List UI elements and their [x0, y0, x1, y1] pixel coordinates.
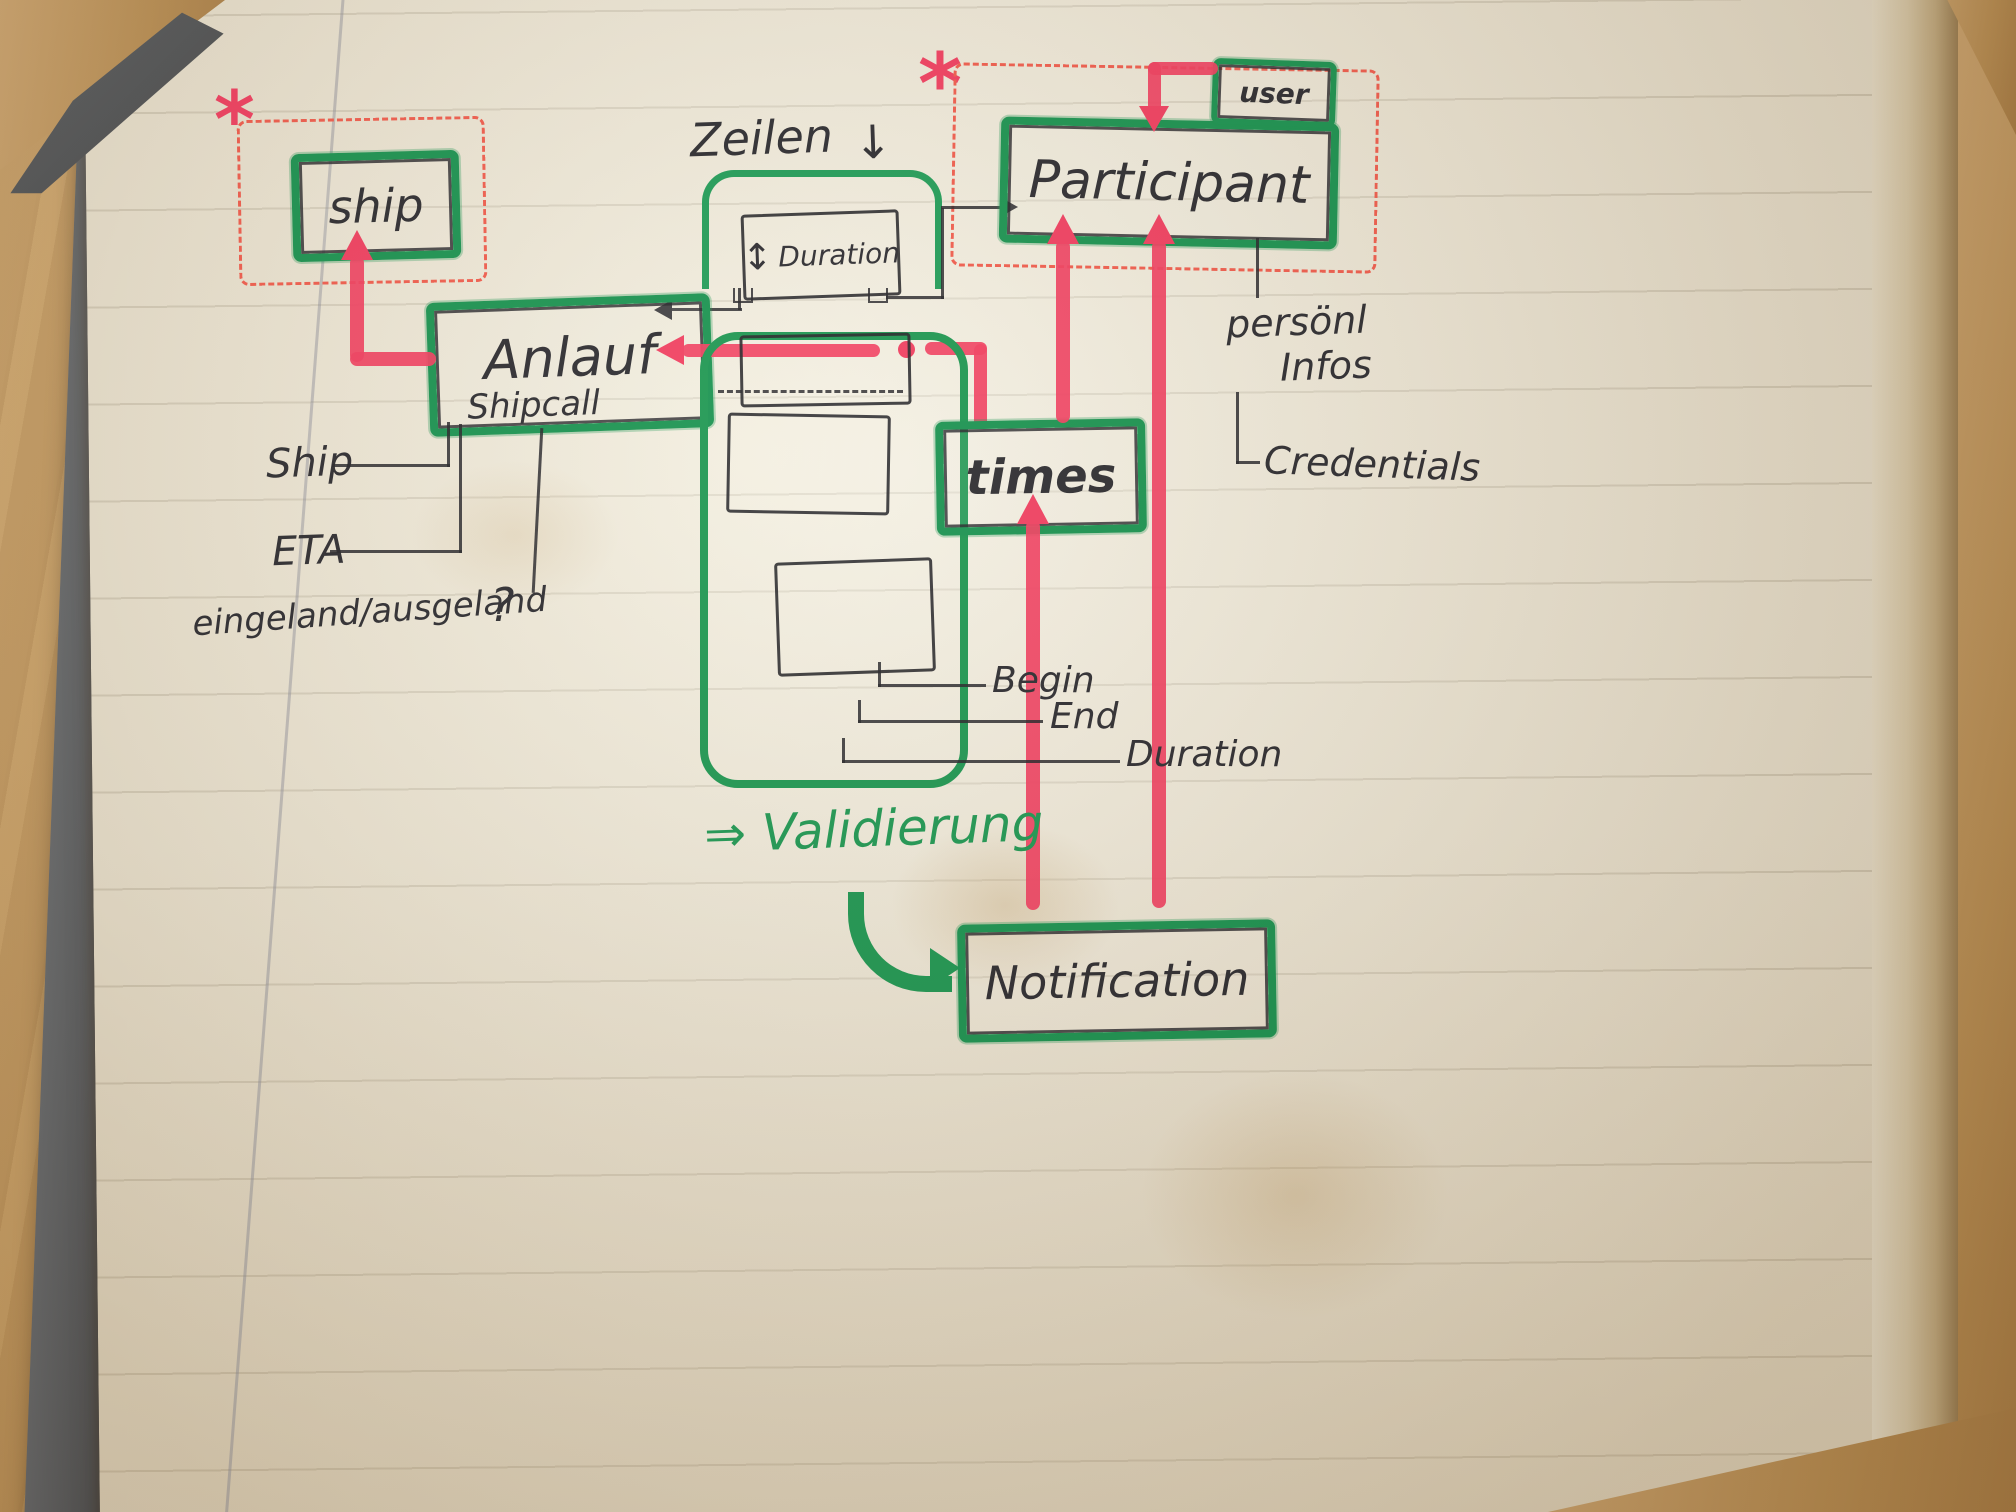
double-arrow-icon: ⇒ — [703, 804, 747, 864]
arrowhead-to-anlauf-icon — [654, 300, 672, 320]
connector-eta — [330, 550, 462, 553]
page-edge-stack — [1872, 0, 1960, 1475]
row-box-3 — [774, 557, 936, 677]
arrow-duration-to-participant — [941, 206, 1003, 209]
asterisk-mark-left: * — [214, 76, 255, 166]
entity-duration: ↕ Duration — [740, 209, 902, 301]
red-arrow-notification-to-times — [1026, 520, 1040, 910]
validierung-label: ⇒ Validierung — [703, 794, 1044, 864]
connector-end — [858, 720, 1043, 723]
arrowhead-to-participant-icon — [1000, 197, 1018, 217]
entity-notification: Notification — [956, 919, 1278, 1043]
red-arrow-anlauf-to-ship — [350, 352, 436, 366]
attribute-infos: Infos — [1279, 342, 1373, 390]
red-arrowhead-up-icon — [341, 230, 373, 260]
attribute-begin: Begin — [992, 660, 1095, 701]
red-arrowhead-left-icon — [656, 335, 684, 365]
arrow-duration-to-participant — [941, 208, 944, 299]
question-mark: ? — [490, 578, 515, 632]
red-arrow-to-anlauf — [974, 344, 987, 429]
arrow-duration-to-participant — [886, 296, 944, 299]
entity-notification-label: Notification — [984, 951, 1250, 1011]
attribute-ship: Ship — [265, 438, 355, 488]
row-box-2 — [726, 412, 891, 516]
down-arrow-icon: ↓ — [852, 114, 894, 170]
entity-user: user — [1210, 57, 1338, 129]
arrow-duration-to-anlauf — [672, 308, 742, 311]
red-arrow-notification-to-participant — [1152, 240, 1166, 908]
zeilen-group-outline — [700, 332, 968, 788]
row-box-1 — [739, 332, 912, 408]
asterisk-mark-right: * — [918, 35, 962, 133]
zeilen-text: Zeilen — [689, 108, 834, 168]
connector-begin — [878, 662, 881, 687]
entity-participant-label: Participant — [1028, 150, 1310, 216]
connector-begin — [878, 684, 986, 687]
connector-persoenl — [1256, 238, 1259, 298]
attribute-duration: Duration — [1126, 734, 1283, 775]
wood-right-strip — [1958, 0, 2016, 1512]
arrow-duration-to-anlauf — [738, 288, 741, 310]
red-arrowhead-up-icon — [1143, 214, 1175, 244]
entity-anlauf: Anlauf Shipcall — [425, 293, 715, 437]
connector-ship — [447, 422, 450, 467]
connector-ship — [332, 464, 450, 467]
vertical-arrows-icon: ↕ — [741, 236, 774, 279]
connector-duration — [842, 738, 845, 763]
entity-user-label: user — [1238, 75, 1310, 111]
attribute-end: End — [1050, 696, 1119, 737]
validierung-text: Validierung — [760, 794, 1045, 862]
row-box-1-dashed-line — [718, 390, 903, 393]
zeilen-label: Zeilen ↓ — [689, 107, 893, 169]
entity-anlauf-sublabel: Shipcall — [466, 382, 601, 428]
red-arrow-user-to-participant — [1148, 62, 1218, 75]
red-arrowhead-down-icon — [1139, 106, 1169, 132]
connector-duration — [842, 760, 1120, 763]
zeilen-bracket — [702, 170, 942, 289]
red-arrowhead-up-icon — [1047, 214, 1079, 244]
attribute-credentials: Credentials — [1263, 438, 1481, 490]
red-arrow-dot — [898, 341, 915, 358]
connector-end — [858, 700, 861, 723]
red-arrow-times-to-participant — [1056, 240, 1070, 423]
entity-ship-label: ship — [327, 177, 425, 235]
attribute-persoenl: persönl — [1225, 297, 1368, 347]
duration-foot-left — [733, 288, 753, 303]
green-arrowhead-right-icon — [930, 948, 960, 988]
entity-ship: ship — [290, 149, 462, 263]
red-arrow-anlauf-to-ship — [350, 256, 364, 362]
entity-anlauf-label: Anlauf — [482, 322, 658, 392]
red-arrowhead-up-icon — [1017, 494, 1049, 524]
entity-duration-label: Duration — [777, 235, 901, 273]
connector-eta — [459, 424, 462, 553]
red-arrow-user-to-participant — [1148, 62, 1161, 114]
connector-credentials — [1236, 461, 1260, 464]
duration-foot-right — [868, 288, 888, 303]
connector-credentials — [1236, 392, 1239, 464]
